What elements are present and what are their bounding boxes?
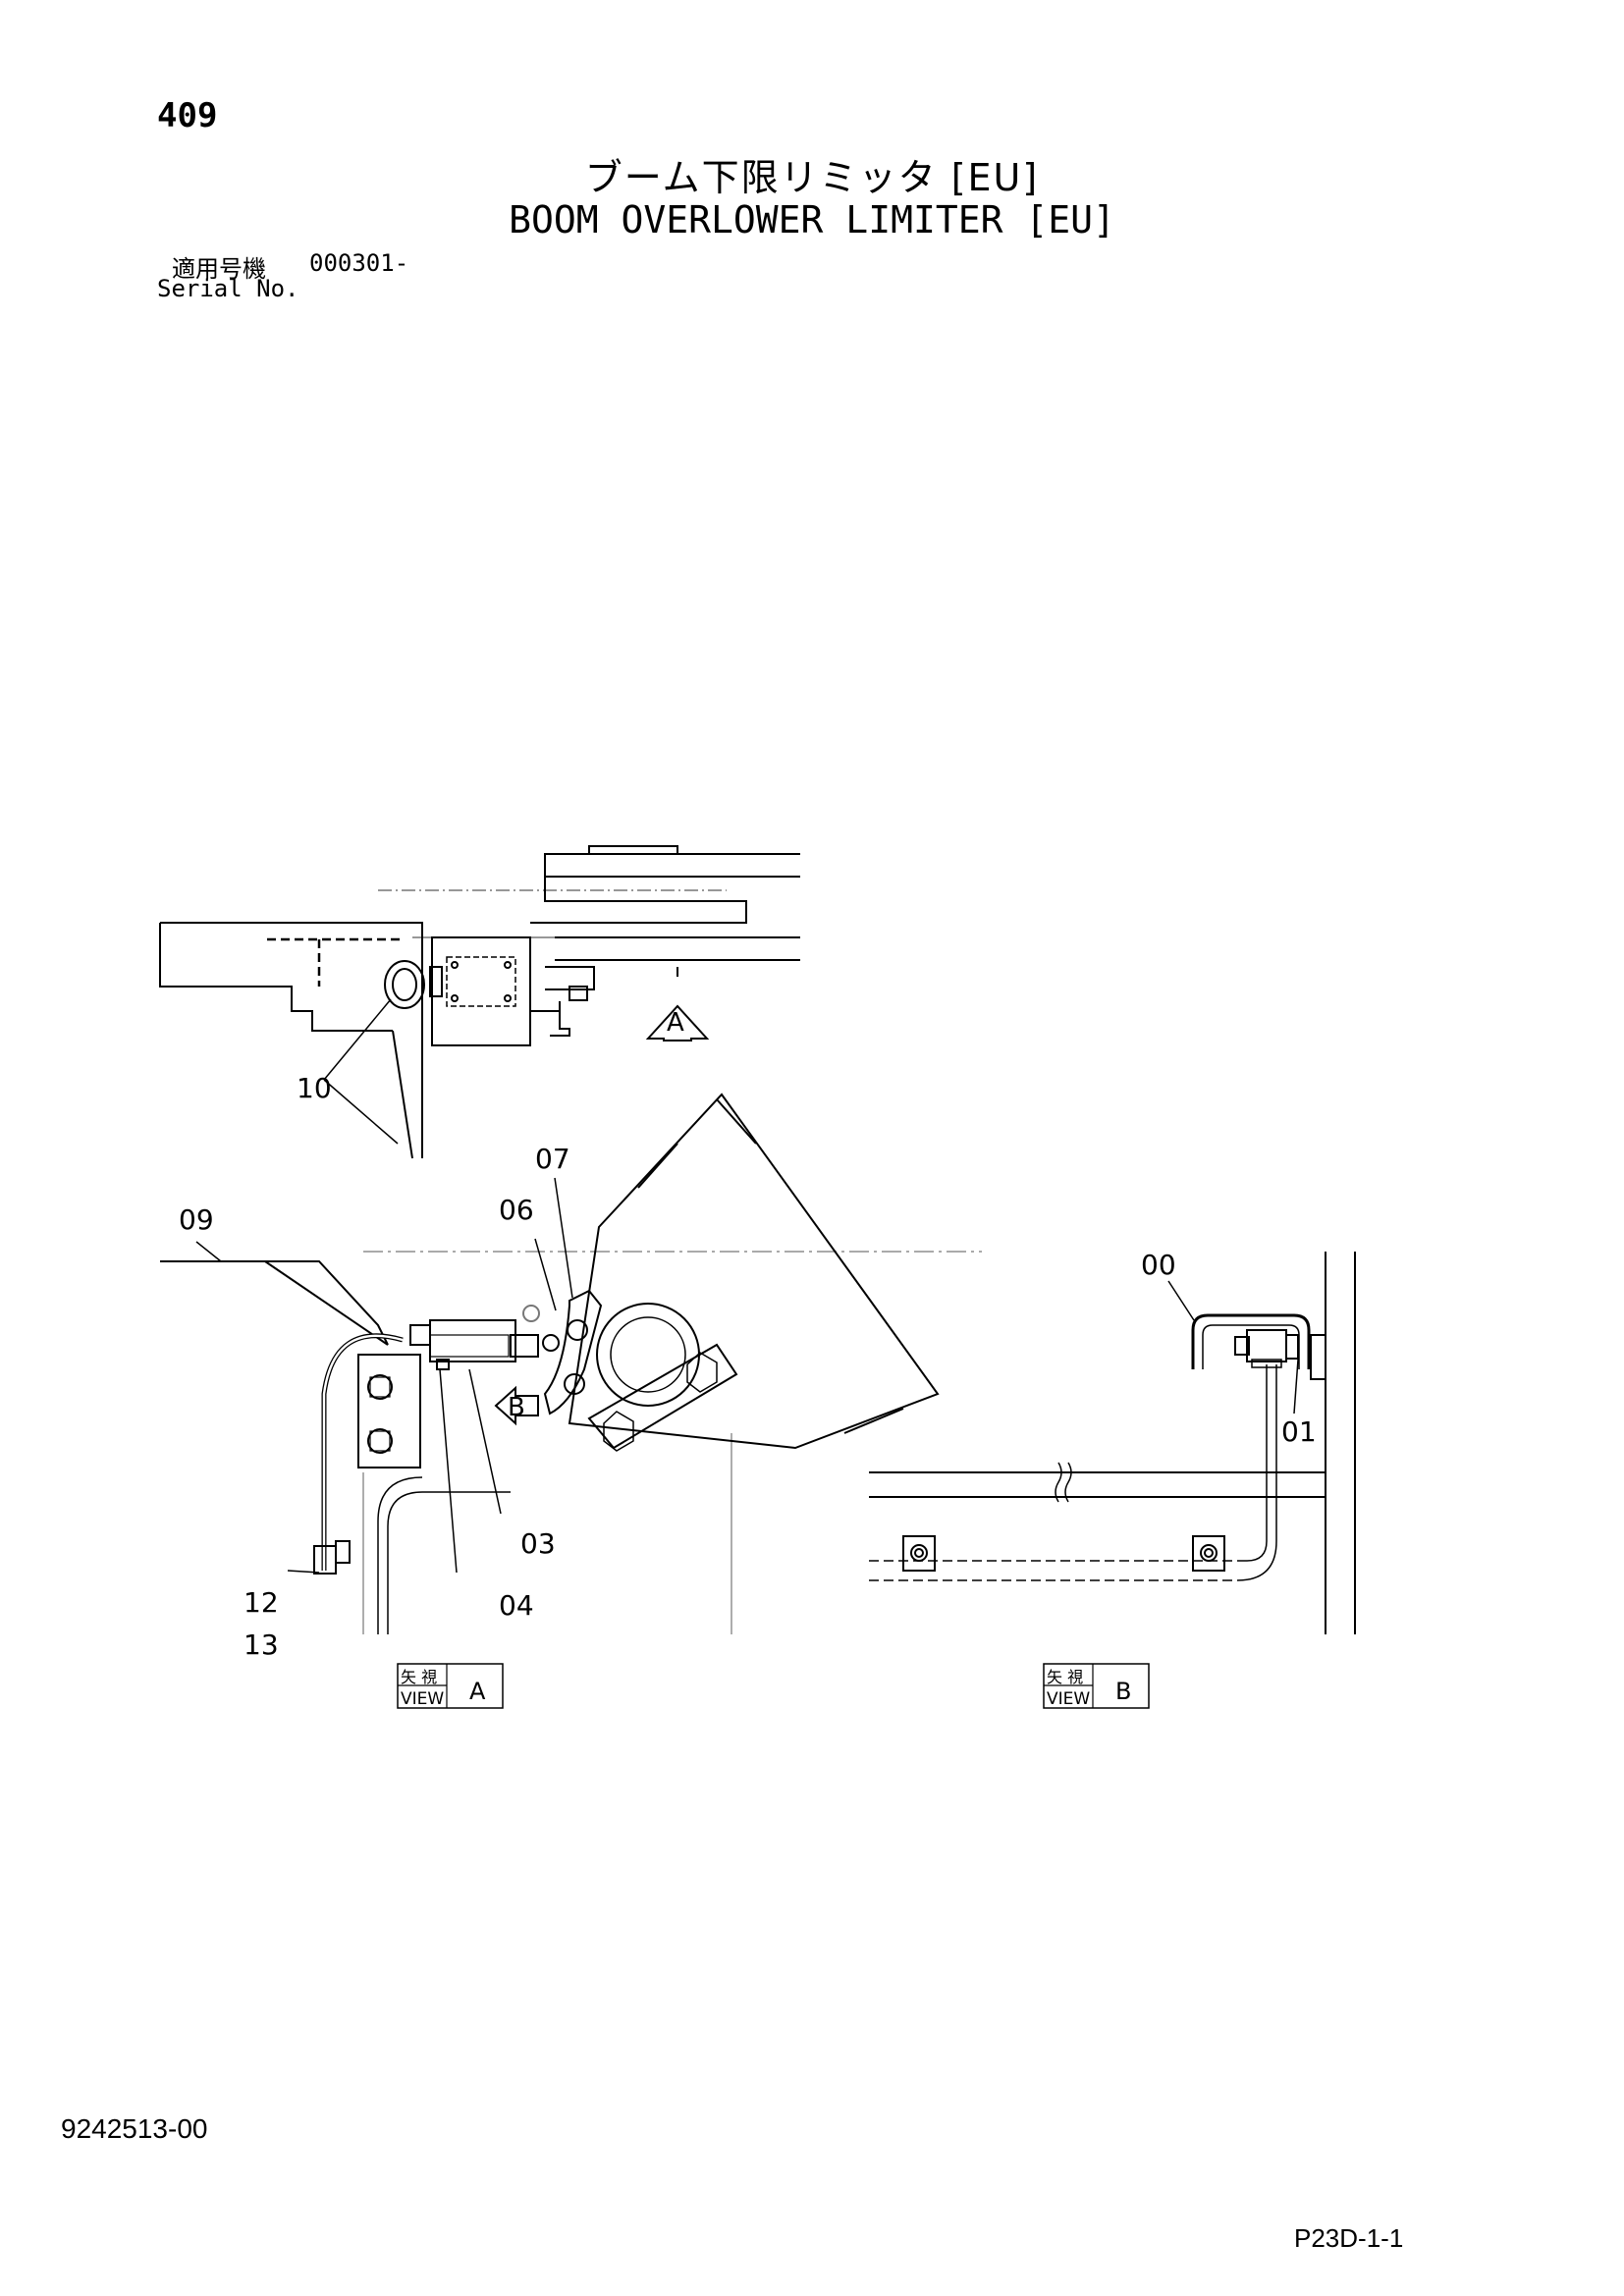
view-b <box>869 1252 1356 1634</box>
title-english: BOOM OVERLOWER LIMITER [EU] <box>509 198 1115 241</box>
view-a-label-jp: 矢 視 <box>401 1668 437 1686</box>
callout-12: 12 <box>244 1586 279 1619</box>
view-a-label-en: VIEW <box>401 1689 444 1709</box>
callout-13: 13 <box>244 1629 279 1661</box>
top-view <box>159 845 800 1159</box>
document-number: 9242513-00 <box>61 2113 208 2144</box>
view-b-label-en: VIEW <box>1047 1689 1090 1709</box>
view-label-b: 矢 視 VIEW B <box>1043 1663 1150 1709</box>
page-code: P23D-1-1 <box>1294 2223 1404 2253</box>
callout-03: 03 <box>520 1527 556 1560</box>
view-arrow-label-b: B <box>508 1393 525 1422</box>
serial-label-japanese: 適用号機 <box>172 255 266 283</box>
callout-07: 07 <box>535 1143 570 1175</box>
serial-value: 000301- <box>309 249 409 277</box>
callout-06: 06 <box>499 1194 534 1226</box>
callout-09: 09 <box>179 1203 214 1236</box>
view-b-letter: B <box>1115 1678 1131 1705</box>
title-japanese: ブーム下限リミッタ [EU] <box>584 156 1040 199</box>
callout-00: 00 <box>1141 1249 1176 1281</box>
callout-01: 01 <box>1281 1415 1317 1448</box>
page-number: 409 <box>157 96 218 135</box>
view-arrow-label-a: A <box>667 1008 684 1038</box>
callout-10: 10 <box>297 1072 332 1104</box>
view-b-label-jp: 矢 視 <box>1047 1668 1083 1686</box>
view-a-letter: A <box>469 1678 486 1705</box>
view-a <box>160 1093 982 1634</box>
view-label-a: 矢 視 VIEW A <box>397 1663 504 1709</box>
serial-label-english: Serial No. <box>157 275 299 302</box>
callout-labels: 10 07 06 09 03 04 12 13 00 01 A B <box>179 1008 1317 1661</box>
callout-04: 04 <box>499 1589 534 1622</box>
